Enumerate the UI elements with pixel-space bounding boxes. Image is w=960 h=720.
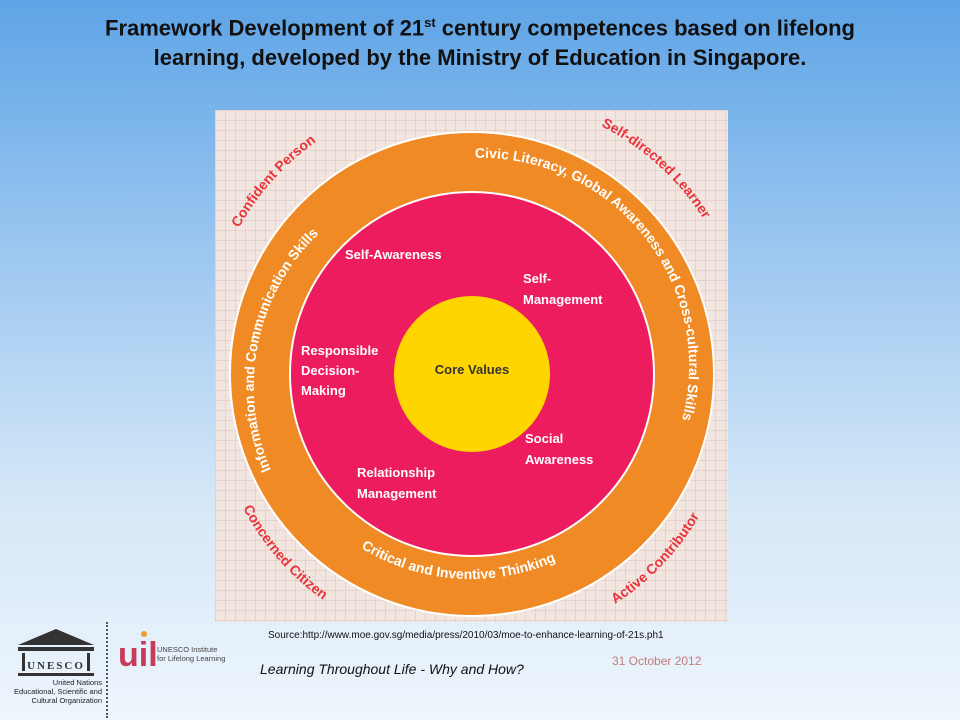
presentation-subtitle: Learning Throughout Life - Why and How? (260, 661, 524, 677)
uil-logo-icon: uil (118, 631, 158, 674)
unesco-logo-icon: UNESCO (18, 629, 94, 676)
relationship-label-2: Management (357, 486, 437, 501)
uil-name-line-1: UNESCO Institute (157, 645, 218, 654)
responsible-label-1: Responsible (301, 343, 378, 358)
self-management-label-2: Management (523, 292, 603, 307)
page-title: Framework Development of 21st century co… (70, 8, 890, 73)
unesco-wordmark: UNESCO (27, 660, 85, 672)
title-part-1: Framework Development of 21 (105, 15, 425, 41)
title-part-2: century competences based on lifelong le… (153, 15, 855, 71)
relationship-label-1: Relationship (357, 465, 435, 480)
social-label-2: Awareness (525, 452, 593, 467)
uil-name: UNESCO Institute for Lifelong Learning (157, 645, 225, 663)
uil-name-line-2: for Lifelong Learning (157, 654, 226, 663)
uil-mark: uil (118, 636, 158, 674)
responsible-label-3: Making (301, 383, 346, 398)
source-citation: Source:http://www.moe.gov.sg/media/press… (268, 630, 664, 641)
self-awareness-label: Self-Awareness (345, 247, 442, 262)
core-circle (394, 296, 550, 452)
unesco-caption: United Nations Educational, Scientific a… (14, 678, 102, 705)
responsible-label-2: Decision- (301, 363, 360, 378)
framework-circles: Core Values Self-Awareness Self- Managem… (228, 114, 715, 617)
self-management-label-1: Self- (523, 271, 551, 286)
social-label-1: Social (525, 431, 563, 446)
logo-divider (106, 622, 108, 718)
core-values-label: Core Values (435, 362, 509, 377)
title-superscript: st (424, 15, 436, 30)
competency-diagram: Core Values Self-Awareness Self- Managem… (215, 110, 728, 622)
presentation-date: 31 October 2012 (612, 654, 702, 668)
